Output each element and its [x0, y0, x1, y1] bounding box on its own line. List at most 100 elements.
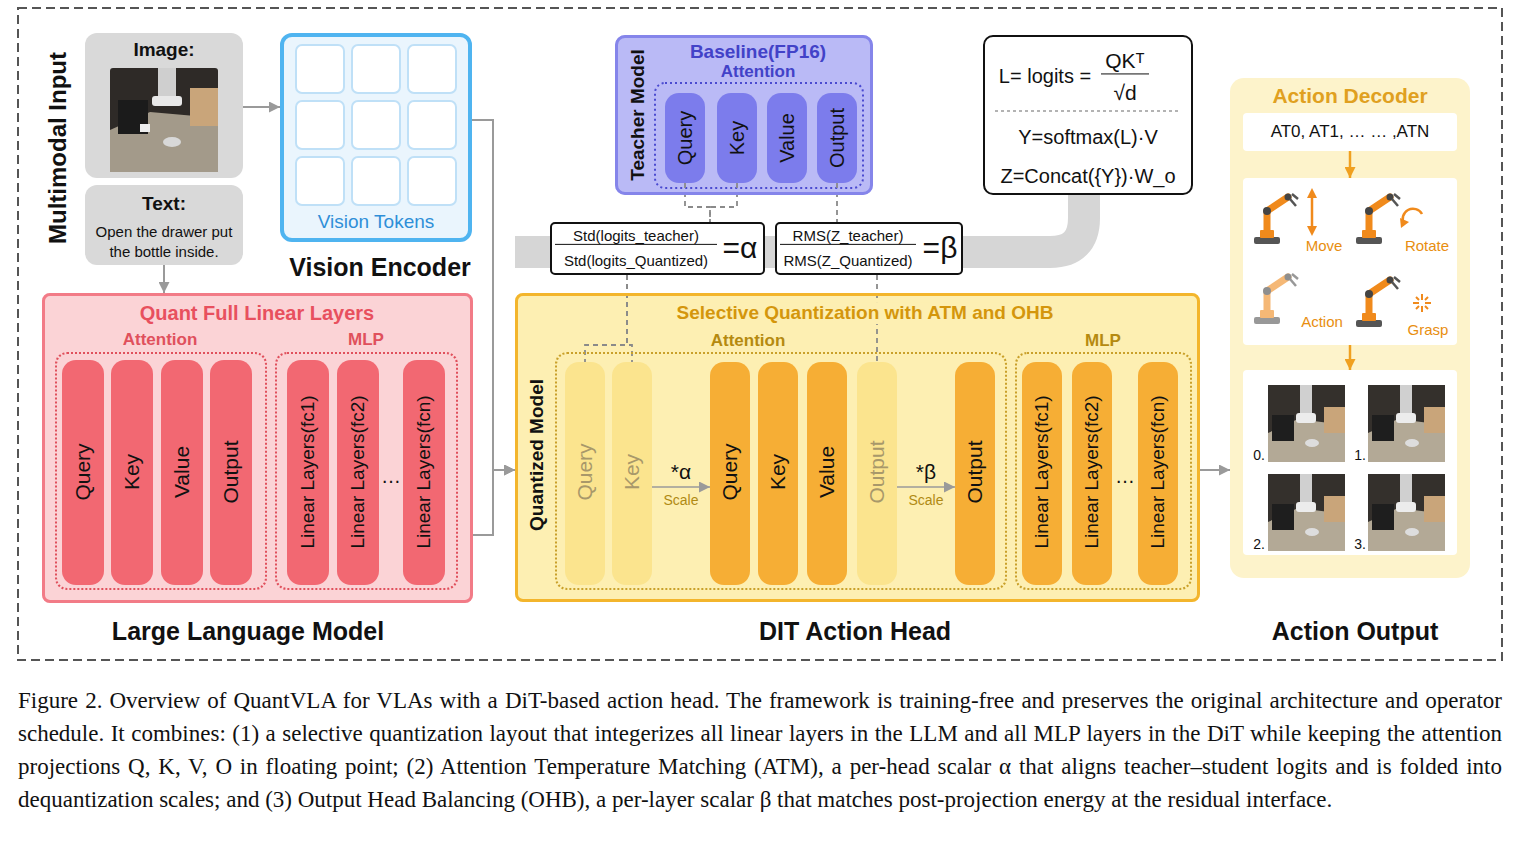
heading-text: Vision Encoder: [289, 253, 471, 282]
node-text: =α: [723, 231, 758, 266]
arrow-connector: [1349, 345, 1352, 370]
node-text: Linear Layers(fc1): [297, 395, 319, 548]
node-text: 2.: [1253, 536, 1265, 552]
projection-bar: Key: [111, 360, 153, 585]
drawing-part: [1356, 277, 1400, 328]
image-input-card: Image:: [85, 33, 243, 178]
node-text: Query: [718, 443, 742, 500]
linear-layer-bar: Linear Layers(fcn): [403, 360, 445, 585]
box-fill: [280, 33, 472, 242]
drawing-part: [352, 101, 400, 149]
node-text: Action Decoder: [1272, 84, 1427, 108]
arrow-connector: [652, 486, 710, 488]
node-text: Baseline(FP16): [690, 41, 826, 63]
dashed-connector: [836, 183, 838, 222]
projection-bar: Query: [665, 93, 705, 183]
drawing-part: [163, 137, 181, 147]
projection-bar: Output: [210, 360, 252, 585]
node-text: Query: [573, 443, 597, 500]
drawing-part: [1356, 194, 1400, 245]
teacher-attention-group: [655, 83, 863, 188]
robot-icons: [1254, 188, 1431, 327]
node-text: Selective Quantization with ATM and OHB: [672, 302, 1059, 324]
box-fill: [1230, 78, 1470, 578]
heading-text: MLP: [348, 330, 384, 350]
llm-box: Quant Full Linear LayersLarge Language M…: [42, 293, 473, 603]
drawing-part: [408, 157, 456, 205]
node-text: Grasp: [1408, 321, 1449, 338]
node-text: Output: [826, 108, 849, 168]
edge-label: *α: [671, 460, 691, 484]
drawing-part: [158, 68, 176, 98]
node-text: Value: [776, 113, 799, 163]
heading-text: Attention: [711, 331, 786, 351]
drawing-part: [408, 45, 456, 93]
drawing-part: [1421, 306, 1423, 312]
token-box: AT0, AT1, … … ,ATN: [1243, 113, 1457, 151]
drawing-part: [1425, 306, 1428, 309]
drawing-part: [110, 68, 218, 172]
drawing-part: [152, 96, 182, 106]
node-text: L= logits =: [999, 65, 1091, 88]
box-fill: [85, 33, 243, 178]
drawing-part: [352, 45, 400, 93]
node-text: Move: [1306, 237, 1343, 254]
node-text: Query: [71, 443, 95, 500]
projection-bar: Value: [161, 360, 203, 585]
node-text: Quant Full Linear Layers: [140, 302, 375, 325]
node-text: Y=softmax(L)·V: [1018, 126, 1157, 149]
action-panel: MoveRotateActionGrasp: [1243, 178, 1457, 345]
node-text: Vision Tokens: [318, 211, 435, 233]
fp-projection-bar: Output: [857, 362, 897, 585]
projection-bar: Query: [62, 360, 104, 585]
node-text: 3.: [1354, 536, 1366, 552]
formula-box: L= logits =QKᵀ√dY=softmax(L)·VZ=Concat({…: [983, 35, 1193, 195]
node-text: Action: [1301, 313, 1343, 330]
node-text: Value: [170, 446, 194, 498]
heading-text: Large Language Model: [112, 617, 384, 646]
projection-bar: Key: [758, 362, 798, 585]
box-fill: [615, 35, 873, 195]
teacher-model-box: Teacher ModelBaseline(FP16)AttentionQuer…: [615, 35, 873, 195]
node-text: Linear Layers(fc2): [347, 395, 369, 548]
node-text: Attention: [721, 62, 796, 82]
node-text: Linear Layers(fcn): [1147, 395, 1169, 548]
arrow-connector: [1200, 469, 1230, 471]
drawing-part: [1307, 188, 1317, 198]
arrow-connector: [897, 486, 955, 488]
figure-caption: Figure 2. Overview of QuantVLA for VLAs …: [18, 684, 1502, 816]
projection-bar: Query: [710, 362, 750, 585]
node-text: RMS(Z_teacher): [780, 227, 916, 245]
projection-bar: Value: [807, 362, 847, 585]
drawing-part: [1268, 385, 1345, 462]
drawing-part: [1400, 218, 1409, 228]
node-text: Quantized Model: [526, 379, 548, 531]
heading-text: Action Output: [1272, 617, 1439, 646]
drawing-part: [1368, 385, 1445, 462]
drawing-part: [1368, 474, 1445, 551]
node-text: Output: [219, 440, 243, 503]
dashed-connector: [585, 275, 627, 362]
alpha-formula-box: Std(logits_teacher)Std(logits_Quantized)…: [550, 222, 765, 275]
rollout-frames: [1268, 385, 1445, 551]
drawing-part: [1254, 274, 1298, 325]
projection-bar: Output: [817, 93, 857, 183]
node-text: QKᵀ: [1101, 49, 1149, 74]
box-fill: [515, 293, 1200, 602]
node-text: Query: [674, 111, 697, 165]
frame-panel: 0.1.2.3.: [1243, 370, 1457, 555]
formula-separator: [995, 110, 1181, 112]
box-fill: [42, 293, 473, 603]
node-text: Key: [726, 121, 749, 155]
linear-layer-bar: Linear Layers(fc2): [1072, 362, 1112, 585]
token-grid: [296, 45, 456, 205]
group-label: Multimodal Input: [44, 52, 72, 244]
node-text: Std(logits_Quantized): [564, 252, 708, 269]
scale-label: Scale: [908, 492, 943, 508]
linear-layer-bar: Linear Layers(fc1): [1022, 362, 1062, 585]
drawing-part: [1416, 297, 1419, 300]
node-text: √d: [1113, 81, 1136, 105]
node-text: Key: [620, 454, 644, 490]
drawing-part: [296, 157, 344, 205]
